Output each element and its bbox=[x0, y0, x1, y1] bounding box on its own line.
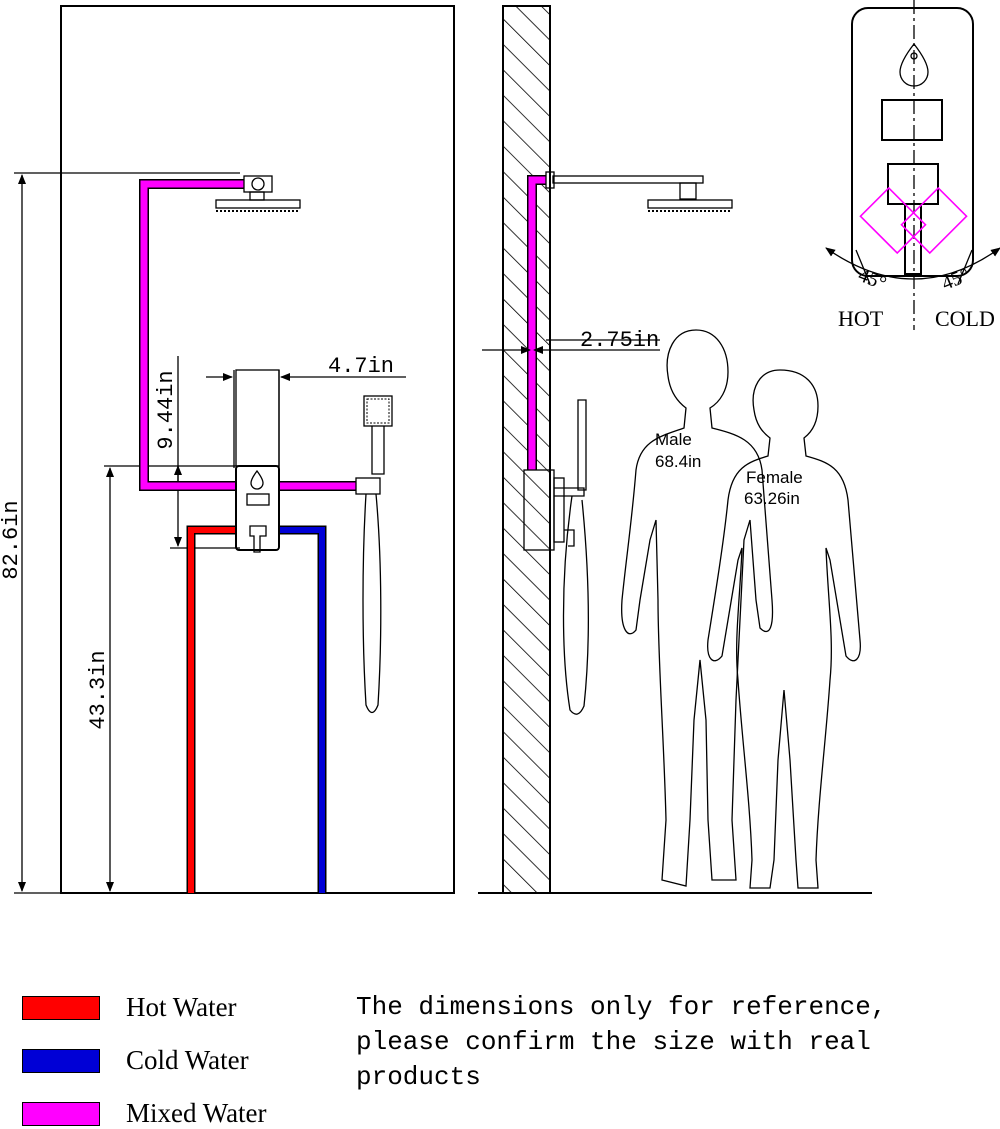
side-shower-arm bbox=[552, 175, 704, 184]
cold-water-pipe bbox=[279, 525, 327, 893]
hot-water-swatch bbox=[22, 995, 100, 1020]
front-wall-outline bbox=[60, 5, 455, 894]
side-handshower-holder bbox=[554, 487, 585, 497]
cold-angle-label: 45° bbox=[939, 264, 973, 295]
valve-height-label: 43.3in bbox=[86, 650, 111, 729]
detail-diverter-knob bbox=[899, 42, 929, 87]
male-label: Male bbox=[655, 430, 692, 449]
hand-shower-grid bbox=[366, 398, 390, 424]
valve-detail: 45° 45° HOT COLD bbox=[825, 0, 1000, 331]
cold-water-label: Cold Water bbox=[126, 1045, 249, 1075]
wall-depth-label: 2.75in bbox=[580, 328, 659, 353]
detail-rotation-arc bbox=[825, 247, 1000, 280]
hot-label: HOT bbox=[838, 306, 884, 331]
side-valve-trim bbox=[553, 477, 565, 543]
female-label: Female bbox=[746, 468, 803, 487]
detail-hot-tick bbox=[855, 249, 871, 285]
detail-cold-tick bbox=[957, 249, 973, 285]
legend-item-cold: Cold Water bbox=[22, 1045, 249, 1076]
female-silhouette bbox=[707, 369, 861, 889]
rain-shower-head bbox=[215, 199, 301, 209]
reference-note: The dimensions only for reference, pleas… bbox=[356, 990, 887, 1095]
cold-water-pipe-fill bbox=[279, 527, 325, 893]
side-valve-handle bbox=[564, 529, 575, 547]
hot-angle-label: 45° bbox=[855, 264, 889, 295]
detail-window bbox=[881, 99, 943, 141]
detail-handle-base bbox=[887, 163, 939, 205]
female-height: 63.26in bbox=[744, 489, 800, 508]
wall-section-hatch bbox=[502, 5, 551, 894]
mixed-water-swatch bbox=[22, 1101, 100, 1126]
valve-box-left bbox=[235, 369, 280, 467]
offset-label: 4.7in bbox=[328, 354, 394, 379]
male-height: 68.4in bbox=[655, 452, 701, 471]
detail-hot-rotation bbox=[859, 186, 927, 255]
cold-water-swatch bbox=[22, 1048, 100, 1073]
detail-handle-lever bbox=[904, 203, 922, 275]
valve-handle bbox=[249, 525, 267, 553]
riser-label: 9.44in bbox=[154, 370, 179, 449]
hand-shower-holder bbox=[355, 477, 381, 495]
cold-label: COLD bbox=[935, 306, 995, 331]
shower-head-neck bbox=[249, 191, 265, 201]
hot-water-pipe bbox=[186, 525, 236, 893]
side-view: 2.75in Male 68.4in Female 63.26in bbox=[478, 5, 872, 894]
legend-item-mixed: Mixed Water bbox=[22, 1098, 267, 1129]
side-hand-shower bbox=[577, 399, 587, 491]
reference-note-line-1: The dimensions only for reference, bbox=[356, 992, 887, 1022]
front-view: 82.6in 43.3in 9.44in 4.7in bbox=[0, 5, 455, 894]
hand-shower-hose bbox=[362, 493, 382, 714]
side-hand-shower-hose bbox=[562, 495, 589, 715]
hot-water-pipe-fill bbox=[188, 527, 236, 893]
mixed-water-label: Mixed Water bbox=[126, 1098, 267, 1128]
side-rain-shower-head bbox=[647, 199, 733, 209]
valve-plate bbox=[235, 465, 280, 551]
side-mixed-pipe-fill bbox=[528, 176, 546, 470]
male-silhouette bbox=[621, 329, 774, 887]
hand-shower-head bbox=[363, 395, 393, 427]
diverter-knob bbox=[250, 469, 264, 490]
side-wall-flange bbox=[545, 171, 555, 189]
valve-window bbox=[246, 493, 270, 506]
shower-arm-joint bbox=[251, 177, 265, 191]
detail-cold-rotation bbox=[900, 186, 968, 255]
total-height-label: 82.6in bbox=[0, 500, 24, 579]
reference-note-line-2: please confirm the size with real bbox=[356, 1027, 871, 1057]
reference-note-line-3: products bbox=[356, 1062, 481, 1092]
side-shower-head-mount bbox=[679, 182, 697, 200]
mixed-water-pipe-fill bbox=[140, 180, 244, 490]
hand-shower-handle bbox=[371, 426, 385, 475]
detail-diverter-dot bbox=[910, 52, 918, 60]
legend-item-hot: Hot Water bbox=[22, 992, 237, 1023]
hot-water-label: Hot Water bbox=[126, 992, 237, 1022]
detail-valve-plate bbox=[851, 7, 974, 277]
